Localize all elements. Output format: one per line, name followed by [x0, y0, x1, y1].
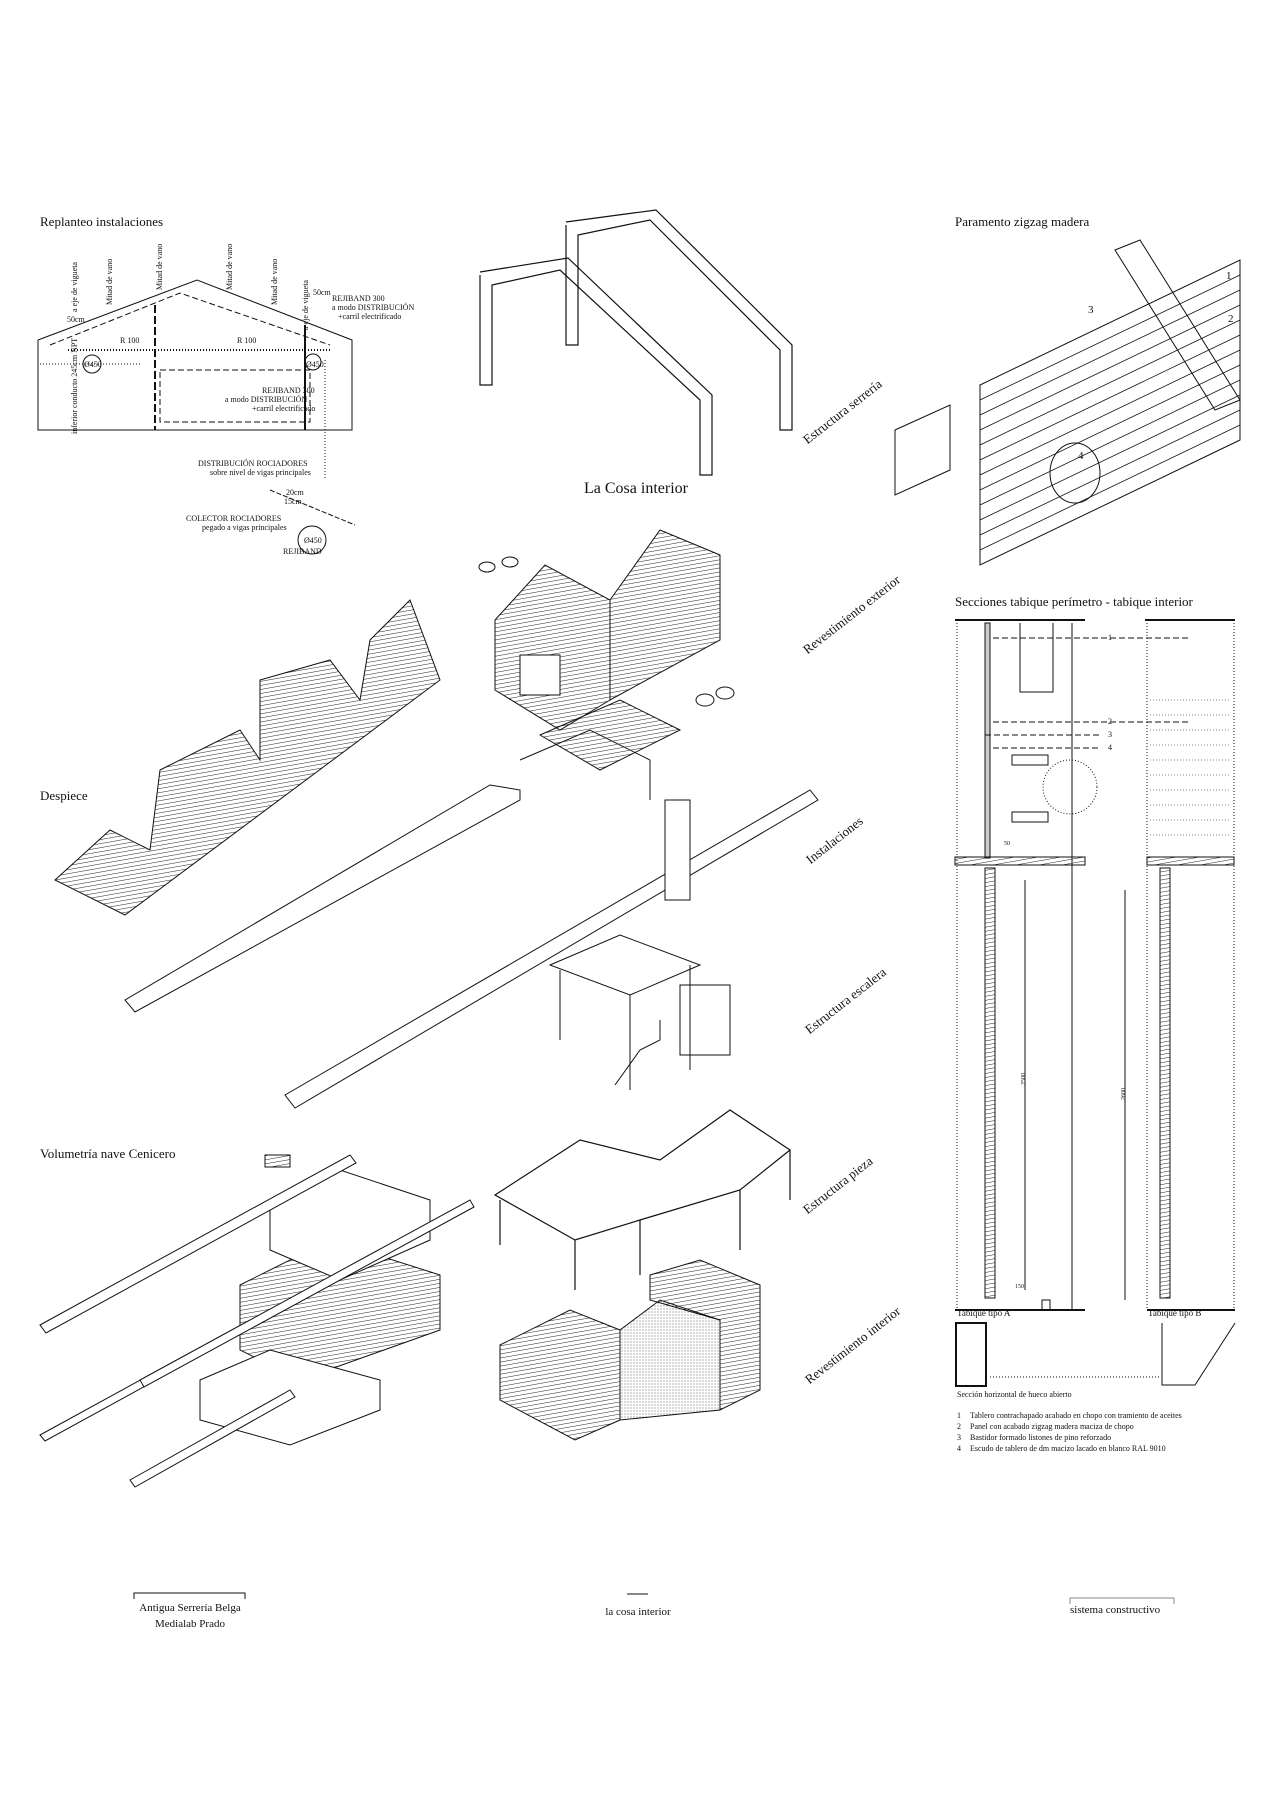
label-mitad-vano-1: Mitad de vano [105, 258, 114, 305]
dim-50: 50 [1004, 841, 1010, 847]
arches-drawing [479, 209, 793, 476]
colector-1: COLECTOR ROCIADORES [186, 514, 282, 523]
volumetria-drawing [39, 1154, 475, 1488]
replanteo-drawing [37, 279, 356, 555]
secciones-callout-2: 2 [1108, 717, 1112, 726]
seccion-horizontal: Sección horizontal de hueco abierto [957, 1390, 1072, 1399]
secciones-title: Secciones tabique perímetro - tabique in… [955, 594, 1193, 609]
label-inferior-conducto: inferior conducto 245cm NPT [70, 337, 79, 434]
dia-right: Ø450 [306, 360, 324, 369]
revestimiento-exterior-drawing [478, 529, 735, 731]
r100-left: R 100 [120, 336, 140, 345]
secciones-drawing [954, 619, 1236, 1387]
r100-right: R 100 [237, 336, 257, 345]
rejiband-top-1: REJIBAND 300 [332, 294, 385, 303]
paramento-title: Paramento zigzag madera [955, 214, 1090, 229]
rejiband-mid-3: +carril electrificado [252, 404, 316, 413]
footer-right: sistema constructivo [1070, 1604, 1161, 1616]
instalaciones-drawing [124, 699, 819, 1109]
label-mitad-vano-4: Mitad de vano [270, 258, 279, 305]
label-mitad-vano-2: Mitad de vano [155, 243, 164, 290]
paramento-callout-3: 3 [1088, 304, 1094, 316]
paramento-callout-2: 2 [1228, 313, 1234, 325]
paramento-callout-1: 1 [1226, 270, 1232, 282]
dim-15cm: 15cm [284, 497, 302, 506]
paramento-drawing [894, 239, 1241, 566]
rejiband-bottom: REJIBAND [283, 547, 322, 556]
revestimiento-interior-drawing [499, 1259, 761, 1441]
distribucion-1: DISTRIBUCIÓN ROCIADORES [198, 459, 308, 468]
dia-left: Ø450 [84, 360, 102, 369]
footer-left: Antigua Serrería Belga Medialab Prado [134, 1600, 246, 1632]
main-title: La Cosa interior [584, 480, 688, 497]
estructura-pieza-drawing [493, 1109, 792, 1290]
label-mitad-vano-3: Mitad de vano [225, 243, 234, 290]
footer-rules [133, 1592, 1175, 1604]
rejiband-top-2: a modo DISTRIBUCIÓN [332, 303, 415, 312]
secciones-callout-4: 4 [1108, 743, 1112, 752]
secciones-callout-3: 3 [1108, 730, 1112, 739]
tabique-tipo-a: Tabique tipo A [957, 1308, 1011, 1318]
replanteo-title: Replanteo instalaciones [40, 214, 164, 229]
escalera-drawing [548, 934, 731, 1090]
colector-dia: Ø450 [304, 536, 322, 545]
despiece-title: Despiece [40, 788, 88, 803]
dim-50cm-left: 50cm [67, 315, 85, 324]
dim-2600: 2600 [1121, 1088, 1127, 1100]
label-eje-vigueta-right: a eje de vigueta [301, 280, 310, 330]
secciones-callout-1: 1 [1108, 633, 1112, 642]
footer-project: Antigua Serrería Belga [139, 1602, 241, 1614]
paramento-callout-4: 4 [1078, 450, 1084, 462]
rejiband-top-3: +carril electrificado [338, 312, 402, 321]
tabique-tipo-b: Tabique tipo B [1148, 1308, 1202, 1318]
despiece-drawing [54, 599, 441, 916]
dim-150: 150 [1015, 1284, 1024, 1290]
volumetria-title: Volumetría nave Cenicero [40, 1146, 176, 1161]
rejiband-mid-2: a modo DISTRIBUCIÓN [225, 395, 308, 404]
rejiband-mid-1: REJIBAND 300 [262, 386, 315, 395]
dim-50cm-right: 50cm [313, 288, 331, 297]
footer-center: la cosa interior [605, 1606, 671, 1618]
distribucion-2: sobre nivel de vigas principales [210, 468, 311, 477]
footer-client: Medialab Prado [155, 1618, 225, 1630]
dim-2500: 2500 [1021, 1073, 1027, 1085]
dim-20cm: 20cm [286, 488, 304, 497]
colector-2: pegado a vigas principales [202, 523, 287, 532]
label-eje-vigueta-left: a eje de vigueta [70, 262, 79, 312]
